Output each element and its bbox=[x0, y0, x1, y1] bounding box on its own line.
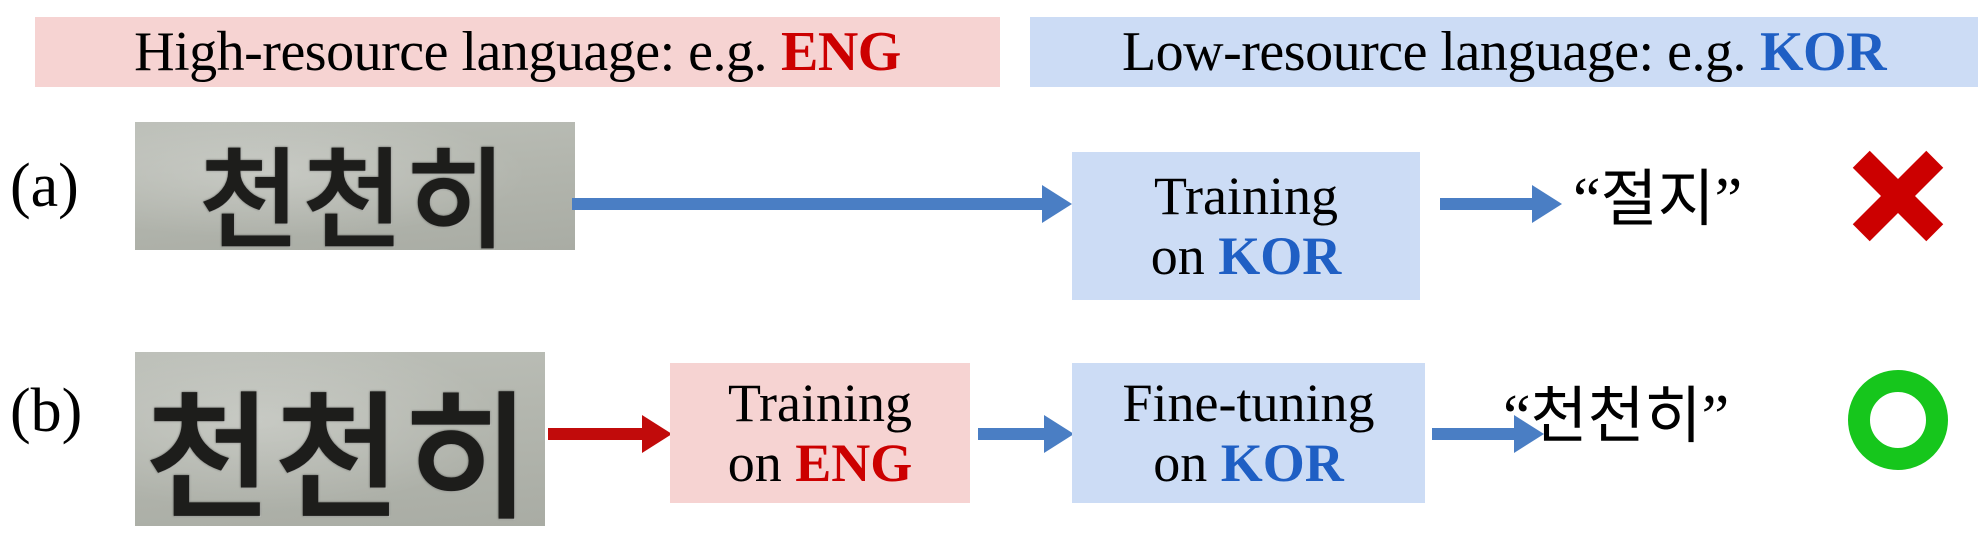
box-training-on-kor-a: Training on KOR bbox=[1072, 152, 1420, 300]
box-training-on-kor-a-line1: Training bbox=[1153, 165, 1339, 226]
arrow-a-photo-to-training-head bbox=[1042, 185, 1072, 223]
output-text-a: “절지” bbox=[1573, 166, 1743, 234]
arrow-b-finetune-to-output-shaft bbox=[1432, 428, 1514, 440]
box-finetuning-on-kor-b-line2: on KOR bbox=[1153, 433, 1344, 493]
box-finetuning-on-kor-b-accent: KOR bbox=[1220, 433, 1344, 493]
arrow-b-training-to-finetune-shaft bbox=[978, 428, 1044, 440]
sign-photo-a: 천천히 bbox=[135, 122, 575, 250]
box-finetuning-on-kor-b-line1: Fine-tuning bbox=[1122, 372, 1375, 433]
header-banner-low-resource: Low-resource language: e.g. KOR bbox=[1030, 17, 1978, 87]
arrow-b-photo-to-training-eng-head bbox=[642, 415, 672, 453]
arrow-b-training-to-finetune-head bbox=[1044, 415, 1074, 453]
box-finetuning-on-kor-b: Fine-tuning on KOR bbox=[1072, 363, 1425, 503]
header-low-resource-text: Low-resource language: e.g. bbox=[1121, 21, 1747, 83]
output-text-b: “천천히” bbox=[1503, 383, 1730, 451]
sign-photo-b-surface: 천천히 bbox=[135, 352, 545, 526]
box-finetuning-on-kor-b-prefix: on bbox=[1153, 433, 1208, 493]
output-a-quote-close: ” bbox=[1714, 166, 1743, 234]
row-label-a: (a) bbox=[10, 152, 79, 220]
arrow-a-photo-to-training-shaft bbox=[572, 198, 1042, 210]
box-training-on-eng-b-accent: ENG bbox=[795, 433, 913, 493]
output-b-word: 천천히 bbox=[1530, 379, 1702, 452]
box-training-on-eng-b-line1: Training bbox=[727, 372, 913, 433]
box-training-on-eng-b-line2: on ENG bbox=[728, 433, 913, 493]
arrow-b-finetune-to-output-head bbox=[1514, 415, 1544, 453]
arrow-b-photo-to-training-eng-shaft bbox=[548, 428, 642, 440]
row-label-b: (b) bbox=[10, 377, 83, 445]
sign-photo-b: 천천히 bbox=[135, 352, 545, 526]
output-b-quote-open: “ bbox=[1503, 383, 1531, 451]
box-training-on-kor-a-prefix: on bbox=[1150, 226, 1205, 286]
sign-photo-b-text: 천천히 bbox=[146, 380, 534, 526]
circle-mark-icon bbox=[1848, 370, 1948, 470]
arrow-a-training-to-output-shaft bbox=[1440, 198, 1532, 210]
sign-photo-a-text: 천천히 bbox=[199, 139, 511, 250]
output-a-word: 절지 bbox=[1600, 162, 1715, 235]
box-training-on-kor-a-accent: KOR bbox=[1218, 226, 1342, 286]
box-training-on-kor-a-line2: on KOR bbox=[1151, 226, 1342, 286]
header-low-resource-accent: KOR bbox=[1759, 21, 1887, 83]
output-a-quote-open: “ bbox=[1573, 166, 1601, 234]
arrow-a-training-to-output-head bbox=[1532, 185, 1562, 223]
sign-photo-a-surface: 천천히 bbox=[135, 122, 575, 250]
header-high-resource-text: High-resource language: e.g. bbox=[134, 21, 767, 83]
output-b-quote-close: ” bbox=[1701, 383, 1730, 451]
header-high-resource-accent: ENG bbox=[780, 21, 901, 83]
box-training-on-eng-b: Training on ENG bbox=[670, 363, 970, 503]
cross-mark-icon bbox=[1852, 150, 1944, 242]
header-banner-high-resource: High-resource language: e.g. ENG bbox=[35, 17, 1000, 87]
box-training-on-eng-b-prefix: on bbox=[727, 433, 782, 493]
